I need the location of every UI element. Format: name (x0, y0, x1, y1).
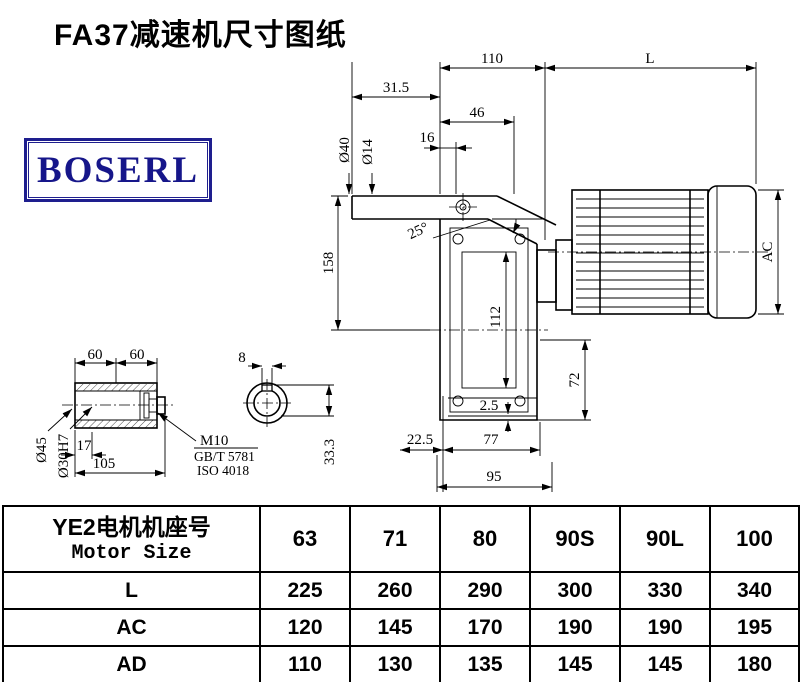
row-label-AC: AC (2, 608, 261, 647)
value-cell: 135 (439, 645, 531, 682)
value-cell: 180 (709, 645, 800, 682)
retaining-bolt (156, 396, 166, 415)
value-cell: 300 (529, 571, 621, 610)
dim-95-label: 95 (487, 469, 502, 485)
value-cell: 110 (259, 645, 351, 682)
dim-46-label: 46 (470, 105, 486, 121)
dim-dia40-label: Ø40 (337, 137, 353, 163)
motor-size-header-en: Motor Size (71, 541, 192, 565)
shaft-end-view (243, 379, 291, 427)
value-cell: 195 (709, 608, 800, 647)
boserl-logo: BOSERL (24, 138, 212, 202)
value-cell: 120 (259, 608, 351, 647)
dim-110-label: 110 (481, 51, 503, 67)
dim-dia14-label: Ø14 (360, 139, 376, 165)
shaft-dimensions: 60 60 8 Ø45 Ø30H7 17 105 (34, 347, 338, 478)
value-cell: 130 (349, 645, 441, 682)
dim-2-5-label: 2.5 (480, 398, 499, 414)
column-100: 100 (709, 505, 800, 573)
value-cell: 190 (619, 608, 711, 647)
dim-angle-label: 25° (405, 220, 431, 243)
dim-158-label: 158 (321, 252, 337, 275)
gearbox-main-view (351, 185, 770, 421)
dim-105-label: 105 (93, 456, 116, 472)
dim-60-right-label: 60 (130, 347, 145, 363)
dim-112-label: 112 (488, 306, 504, 328)
value-cell: 290 (439, 571, 531, 610)
table-row-L: L 225 260 290 300 330 340 (2, 571, 800, 610)
motor-size-header-cell: YE2电机机座号 Motor Size (2, 505, 261, 573)
value-cell: 145 (349, 608, 441, 647)
dim-L-label: L (645, 51, 654, 67)
dim-60-left-label: 60 (88, 347, 103, 363)
boserl-logo-text: BOSERL (36, 149, 200, 191)
value-cell: 260 (349, 571, 441, 610)
dim-dia45-label: Ø45 (34, 437, 50, 463)
value-cell: 145 (619, 645, 711, 682)
note-gb-label: GB/T 5781 (194, 449, 255, 464)
dim-77-label: 77 (484, 432, 500, 448)
note-m10-label: M10 (200, 433, 228, 449)
table-header-row: YE2电机机座号 Motor Size 63 71 80 90S 90L 100 (2, 505, 800, 573)
table-row-AD: AD 110 130 135 145 145 180 (2, 645, 800, 682)
dim-AC-label: AC (760, 242, 776, 263)
value-cell: 145 (529, 645, 621, 682)
dim-72-label: 72 (567, 373, 583, 388)
main-view-dimensions: 110 L 31.5 46 16 Ø40 Ø14 25° (321, 51, 784, 492)
column-63: 63 (259, 505, 351, 573)
motor-size-header-cn: YE2电机机座号 (52, 514, 211, 541)
value-cell: 170 (439, 608, 531, 647)
row-label-AD: AD (2, 645, 261, 682)
dim-17-label: 17 (77, 438, 93, 454)
value-cell: 190 (529, 608, 621, 647)
dim-31-5-label: 31.5 (383, 80, 409, 96)
column-80: 80 (439, 505, 531, 573)
gear-housing (430, 219, 548, 421)
dim-8-label: 8 (238, 350, 246, 366)
motor-size-table: YE2电机机座号 Motor Size 63 71 80 90S 90L 100… (2, 505, 800, 682)
row-label-L: L (2, 571, 261, 610)
dim-33-3-label: 33.3 (322, 439, 338, 465)
note-iso-label: ISO 4018 (197, 463, 249, 478)
column-71: 71 (349, 505, 441, 573)
value-cell: 340 (709, 571, 800, 610)
page-title: FA37减速机尺寸图纸 (54, 19, 347, 52)
column-90s: 90S (529, 505, 621, 573)
dim-22-5-label: 22.5 (407, 432, 433, 448)
shaft-side-view (62, 382, 173, 429)
dim-dia30-label: Ø30H7 (56, 433, 72, 478)
dim-16-label: 16 (420, 130, 436, 146)
motor-adapter (536, 239, 573, 311)
value-cell: 225 (259, 571, 351, 610)
technical-drawing: 110 L 31.5 46 16 Ø40 Ø14 25° (34, 51, 784, 492)
value-cell: 330 (619, 571, 711, 610)
column-90l: 90L (619, 505, 711, 573)
table-row-AC: AC 120 145 170 190 190 195 (2, 608, 800, 647)
output-arm (351, 193, 557, 245)
